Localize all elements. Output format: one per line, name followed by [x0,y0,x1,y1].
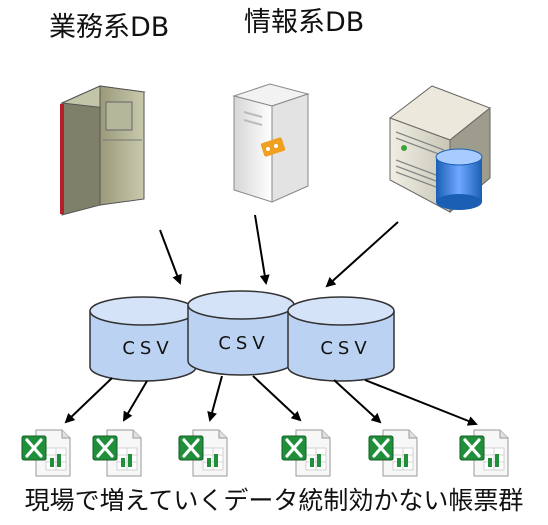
excel-spreadsheet-icon [459,429,509,477]
database-server-icon [388,85,491,214]
mainframe-server-icon [60,85,146,216]
excel-spreadsheet-icon [281,429,331,477]
csv-label-3: CSV [320,338,371,359]
excel-spreadsheet-icon [92,429,142,477]
source-label-info-db: 情報系DB [244,7,365,38]
csv-label-2: CSV [218,333,269,354]
source-label-operational-db: 業務系DB [49,12,170,43]
excel-spreadsheet-icon [21,429,71,477]
csv-cylinder-3: CSV [287,296,395,382]
csv-cylinder-1: CSV [89,296,197,382]
reports-group [21,429,509,477]
excel-spreadsheet-icon [368,429,418,477]
excel-spreadsheet-icon [178,429,228,477]
csv-cylinder-2: CSV [187,290,295,376]
caption: 現場で増えていくデータ統制効かない帳票群 [24,486,524,515]
source-to-csv-arrows [159,214,399,288]
csv-label-1: CSV [122,338,173,359]
csv-to-report-arrows [64,375,478,426]
tower-server-icon [232,83,310,203]
